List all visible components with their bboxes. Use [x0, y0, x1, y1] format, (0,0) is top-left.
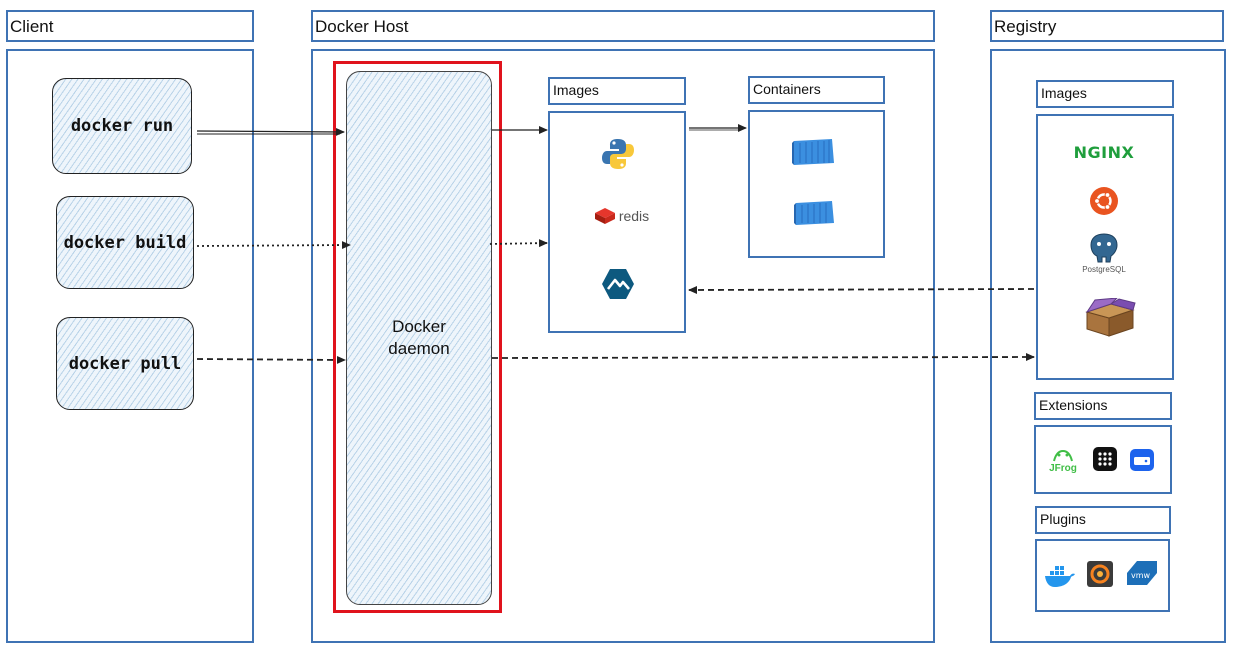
daemon-to-registry-arrow	[491, 353, 1035, 362]
docker-build-command: docker build	[56, 196, 194, 289]
jfrog-icon: JFrog	[1046, 446, 1080, 476]
postgresql-icon: PostgreSQL	[1076, 230, 1132, 276]
extensions-title: Extensions	[1034, 392, 1172, 420]
grafana-icon	[1087, 561, 1113, 587]
host-containers-title: Containers	[748, 76, 885, 104]
images-to-containers-arrow	[689, 124, 747, 132]
jfrog-label: JFrog	[1049, 462, 1077, 474]
daemon-highlight-frame	[333, 61, 502, 613]
docker-host-title: Docker Host	[311, 10, 935, 42]
container-icon	[791, 198, 837, 228]
registry-title-text: Registry	[994, 17, 1057, 36]
redis-icon: redis	[590, 204, 652, 228]
vmware-label: vmw	[1131, 571, 1151, 580]
python-icon	[600, 136, 636, 172]
registry-to-images-arrow	[688, 285, 1035, 294]
nginx-icon: NGINX	[1066, 140, 1142, 164]
docker-pull-command: docker pull	[56, 317, 194, 410]
disk-usage-icon	[1130, 448, 1154, 472]
build-to-daemon-arrow	[196, 241, 351, 250]
package-box-icon	[1082, 297, 1138, 339]
host-containers-panel	[748, 110, 885, 258]
vmware-icon: vmw	[1125, 559, 1159, 587]
alpine-icon	[600, 266, 636, 302]
docker-whale-icon	[1044, 563, 1076, 589]
client-title-text: Client	[10, 17, 54, 36]
registry-images-title: Images	[1036, 80, 1174, 108]
plugins-title: Plugins	[1035, 506, 1171, 534]
pull-to-daemon-arrow	[196, 355, 346, 364]
postgresql-label: PostgreSQL	[1082, 265, 1126, 274]
ubuntu-icon	[1088, 185, 1120, 217]
daemon-label-line2: daemon	[388, 339, 450, 358]
docker-daemon: Docker daemon	[346, 71, 492, 605]
docker-host-title-text: Docker Host	[315, 17, 409, 36]
redis-label: redis	[618, 208, 650, 224]
run-to-daemon-arrow	[196, 127, 345, 136]
extension-grid-icon	[1093, 447, 1117, 471]
docker-run-command: docker run	[52, 78, 192, 174]
client-title: Client	[6, 10, 254, 42]
host-images-title: Images	[548, 77, 686, 105]
registry-title: Registry	[990, 10, 1224, 42]
daemon-to-images-build-arrow	[489, 239, 548, 248]
daemon-label-line1: Docker	[392, 317, 446, 336]
container-icon	[789, 136, 837, 168]
nginx-label: NGINX	[1073, 142, 1135, 162]
